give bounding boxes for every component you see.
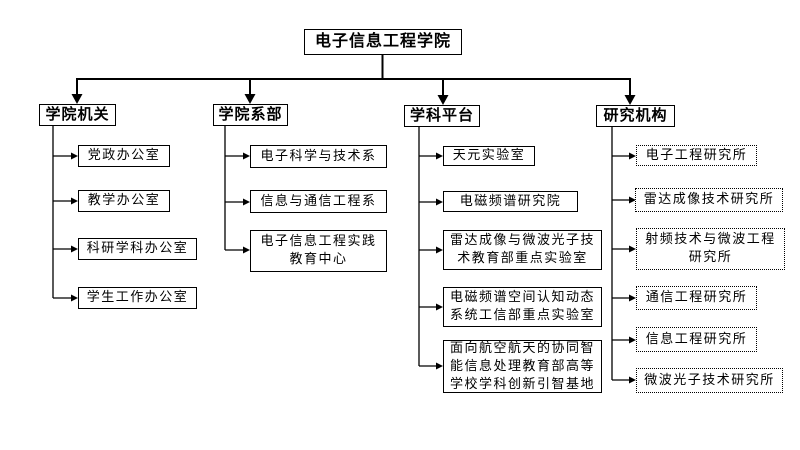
branch-1-child-3: 科研学科办公室 — [78, 238, 197, 260]
branch-3-header: 学科平台 — [404, 105, 480, 127]
top-connectors — [76, 55, 631, 96]
branch-3-connectors — [418, 127, 437, 367]
branch-4-arrowheads — [629, 152, 636, 384]
branch-1-child-4: 学生工作办公室 — [78, 287, 197, 309]
branch-4-header: 研究机构 — [596, 105, 675, 127]
branch-3-child-1: 天元实验室 — [443, 146, 535, 166]
branch-3-child-5: 面向航空航天的协同智 能信息处理教育部高等 学校学科创新引智基地 — [443, 340, 602, 393]
branch-2-arrowheads — [243, 152, 250, 254]
branch-4-connectors — [611, 127, 630, 381]
branch-4-child-3: 射频技术与微波工程 研究所 — [636, 228, 785, 270]
root-node: 电子信息工程学院 — [304, 29, 462, 55]
branch-3-child-3: 雷达成像与微波光子技 术教育部重点实验室 — [443, 230, 602, 270]
branch-2-connectors — [224, 126, 244, 251]
branch-2-header: 学院系部 — [213, 104, 288, 126]
top-arrowheads — [71, 94, 636, 105]
branch-1-child-1: 党政办公室 — [78, 145, 170, 167]
branch-2-child-3: 电子信息工程实践 教育中心 — [250, 230, 387, 272]
branch-1-child-2: 教学办公室 — [78, 190, 170, 212]
branch-3-child-2: 电磁频谱研究院 — [443, 191, 578, 212]
branch-4-child-4: 通信工程研究所 — [636, 286, 757, 310]
branch-4-child-1: 电子工程研究所 — [636, 145, 757, 166]
branch-4-child-6: 微波光子技术研究所 — [636, 368, 783, 393]
branch-1-header: 学院机关 — [39, 104, 116, 126]
branch-3-child-4: 电磁频谱空间认知动态 系统工信部重点实验室 — [443, 287, 602, 327]
branch-2-child-2: 信息与通信工程系 — [250, 190, 387, 213]
branch-1-arrowheads — [71, 152, 78, 302]
branch-1-connectors — [52, 126, 72, 299]
branch-4-child-5: 信息工程研究所 — [636, 327, 757, 352]
branch-3-arrowheads — [436, 152, 443, 370]
branch-2-child-1: 电子科学与技术系 — [250, 145, 387, 168]
branch-4-child-2: 雷达成像技术研究所 — [635, 188, 783, 212]
